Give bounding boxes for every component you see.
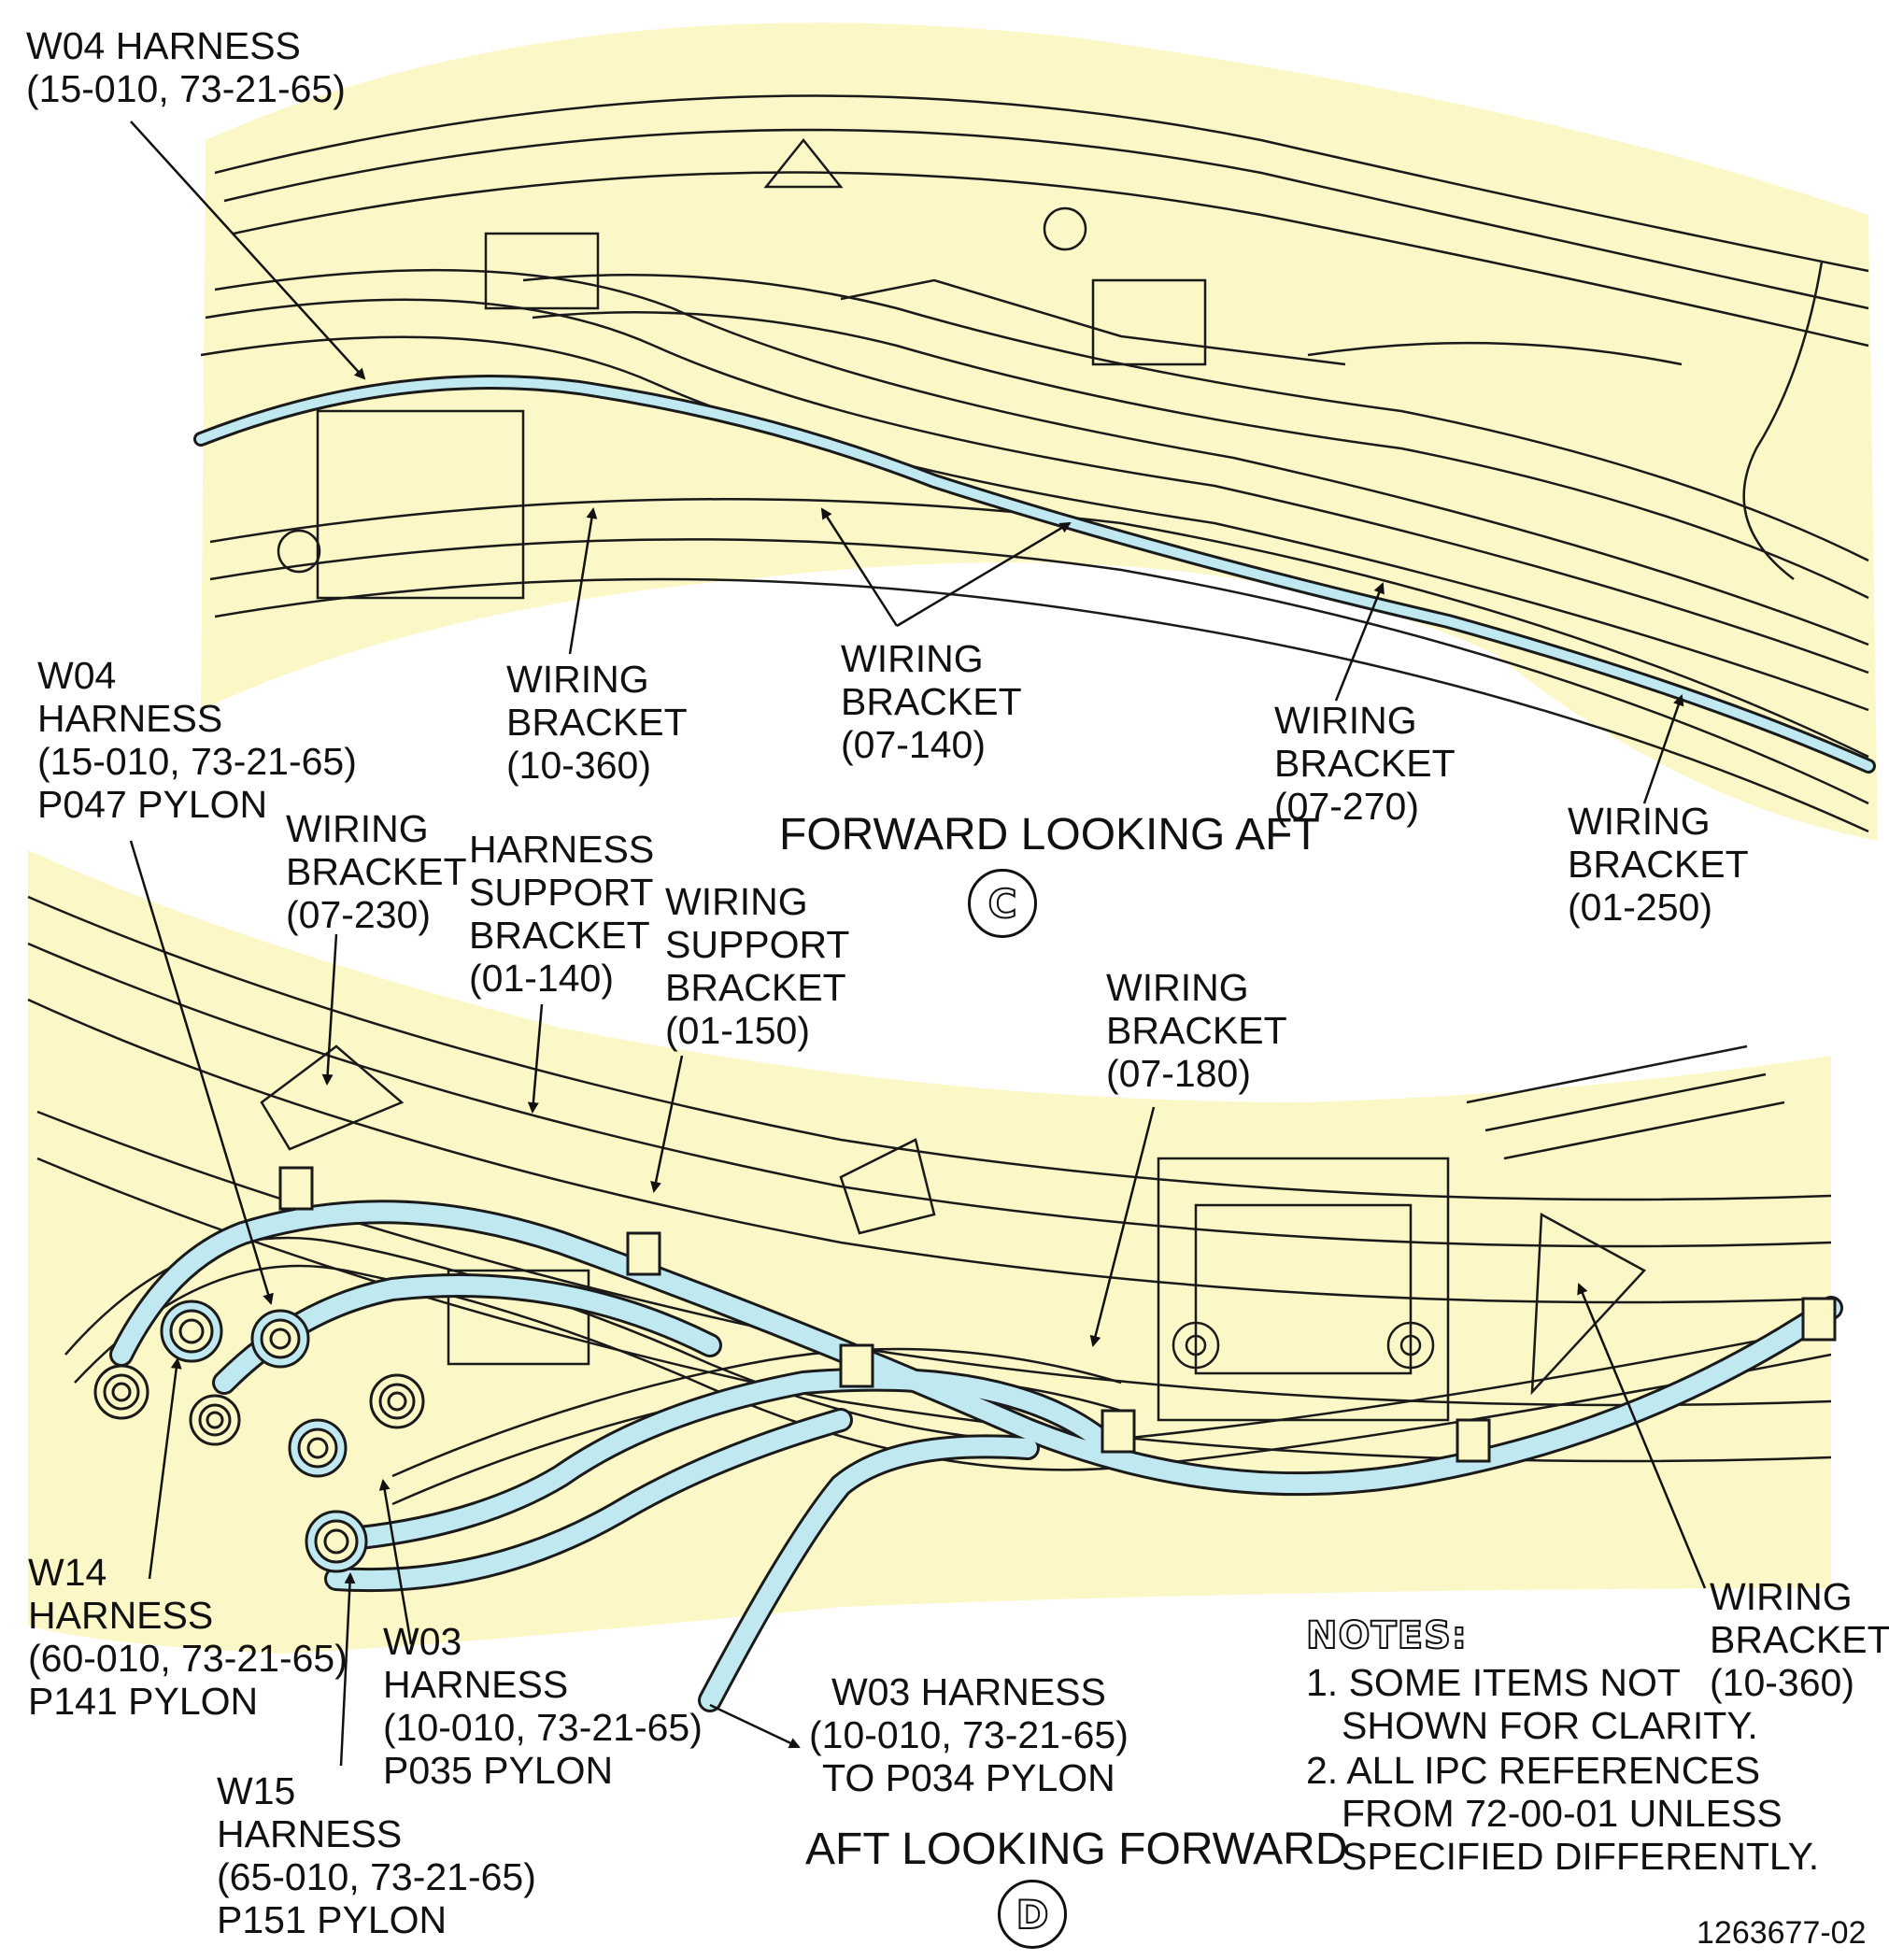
view-d-harnesses: [109, 1200, 1843, 1712]
leader-c-10-360: [568, 507, 598, 655]
leader-d-07-230: [321, 933, 338, 1086]
leader-d-w03-p035: [378, 1479, 413, 1645]
connector-p141: [93, 1364, 149, 1420]
connector-p047: [160, 1300, 223, 1363]
view-d-marker: D: [998, 1880, 1067, 1949]
label-d-harness-support-bracket-01-140: HARNESS SUPPORT BRACKET (01-140): [469, 828, 655, 1000]
view-c-marker: C: [968, 869, 1037, 938]
note-1: 1. SOME ITEMS NOT SHOWN FOR CLARITY.: [1306, 1661, 1758, 1747]
label-d-w14-harness: W14 HARNESS (60-010, 73-21-65) P141 PYLO…: [28, 1551, 348, 1723]
label-d-w04-harness: W04 HARNESS (15-010, 73-21-65) P047 PYLO…: [37, 654, 357, 826]
view-d-drawing: [27, 850, 1843, 1712]
label-d-wiring-bracket-10-360: WIRING BRACKET (10-360): [1710, 1575, 1889, 1704]
leader-d-07-180: [1089, 1106, 1156, 1347]
leader-c-07-270: [1334, 582, 1385, 702]
leader-c-07-140b: [896, 521, 1072, 628]
leader-d-w03-p034: [709, 1703, 801, 1749]
leader-d-w15: [339, 1572, 356, 1767]
connector-p047b: [250, 1309, 310, 1369]
view-d-connectors: [93, 1300, 425, 1573]
leader-d-01-140: [527, 1003, 544, 1114]
notes-heading: NOTES:: [1305, 1613, 1468, 1658]
leader-d-w14: [148, 1357, 182, 1580]
label-c-wiring-bracket-07-140: WIRING BRACKET (07-140): [841, 637, 1022, 766]
label-d-w03-harness-p034: W03 HARNESS (10-010, 73-21-65) TO P034 P…: [809, 1670, 1129, 1799]
leader-lines: [129, 121, 1707, 1767]
connector-p151: [305, 1510, 368, 1573]
leader-d-w04: [129, 840, 274, 1305]
label-c-wiring-bracket-10-360: WIRING BRACKET (10-360): [506, 658, 688, 787]
note-2: 2. ALL IPC REFERENCES FROM 72-00-01 UNLE…: [1306, 1749, 1820, 1878]
label-c-w04-harness: W04 HARNESS (15-010, 73-21-65): [26, 24, 346, 110]
view-d-background: [28, 850, 1831, 1654]
label-d-wiring-bracket-07-180: WIRING BRACKET (07-180): [1106, 966, 1287, 1095]
label-d-wiring-bracket-07-230: WIRING BRACKET (07-230): [286, 807, 467, 936]
leader-d-10-360: [1577, 1283, 1707, 1589]
label-d-wiring-support-bracket-01-150: WIRING SUPPORT BRACKET (01-150): [665, 880, 850, 1052]
view-d-title: AFT LOOKING FORWARD: [805, 1825, 1348, 1874]
leader-c-01-250: [1642, 694, 1684, 804]
leader-d-01-150: [650, 1055, 684, 1193]
connector-open: [369, 1373, 425, 1429]
label-c-wiring-bracket-01-250: WIRING BRACKET (01-250): [1568, 800, 1749, 929]
leader-c-07-140a: [820, 507, 899, 627]
view-c-title: FORWARD LOOKING AFT: [779, 810, 1320, 859]
connector-p035: [288, 1418, 348, 1478]
figure-number: 1263677-02: [1697, 1915, 1867, 1951]
label-c-wiring-bracket-07-270: WIRING BRACKET (07-270): [1274, 699, 1456, 828]
view-c-drawing: [193, 22, 1878, 841]
label-d-w03-harness-p035: W03 HARNESS (10-010, 73-21-65) P035 PYLO…: [383, 1620, 703, 1792]
view-c-background: [201, 22, 1878, 841]
connector-extra: [189, 1394, 241, 1446]
leader-c-w04: [130, 121, 366, 380]
label-d-w15-harness: W15 HARNESS (65-010, 73-21-65) P151 PYLO…: [217, 1769, 536, 1941]
view-d-brackets: [278, 1166, 1837, 1463]
